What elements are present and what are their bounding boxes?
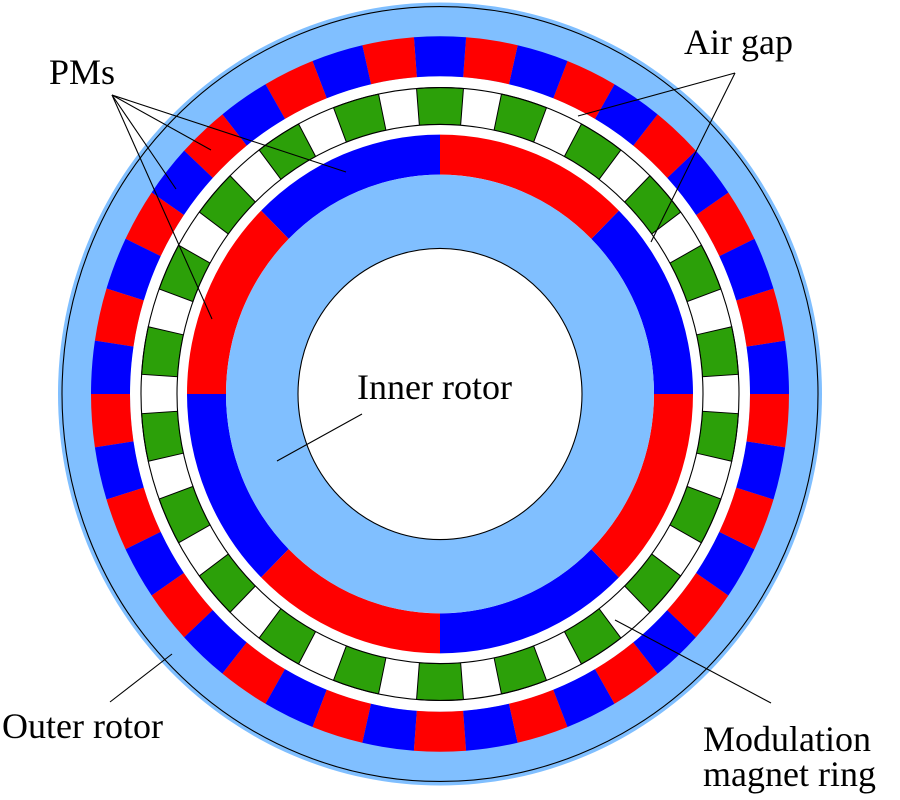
- outer-pm-magnet: [125, 531, 184, 596]
- outer-pm-magnet: [91, 340, 134, 394]
- outer-pm-magnet: [184, 114, 247, 178]
- outer-pm-magnet: [265, 61, 327, 119]
- outer-pm-magnet: [667, 572, 729, 638]
- outer-pm-magnet: [553, 669, 615, 727]
- outer-pm-magnet: [696, 531, 755, 596]
- outer-pm-magnet: [184, 610, 247, 674]
- outer-pm-magnet: [106, 238, 161, 301]
- air-gap-leader-2: [650, 72, 736, 243]
- outer-pm-magnet: [595, 642, 658, 704]
- inner-pm-magnet: [187, 394, 289, 578]
- modulation-steel-piece: [695, 326, 739, 378]
- outer-pm-magnet: [633, 114, 696, 178]
- outer-rotor-leader: [109, 653, 173, 703]
- outer-pm-magnet: [265, 669, 327, 727]
- pms-label: PMs: [49, 52, 115, 92]
- outer-pm-magnet: [222, 642, 285, 704]
- inner-pm-magnet: [440, 134, 619, 239]
- outer-pm-magnet: [746, 340, 789, 394]
- outer-rotor-outline: [61, 5, 819, 783]
- outer-pm-magnet: [222, 84, 285, 146]
- outer-pm-magnet: [151, 150, 213, 216]
- outer-rotor-label: Outer rotor: [2, 706, 163, 746]
- outer-pm-magnet: [362, 703, 417, 751]
- outer-pm-magnet: [553, 61, 615, 119]
- outer-pm-magnet: [595, 84, 658, 146]
- outer-pm-magnet: [106, 487, 161, 550]
- outer-pm-magnet: [413, 710, 467, 752]
- outer-pm-magnet: [719, 487, 774, 550]
- inner-rotor-bore: [297, 247, 583, 541]
- outer-pm-magnet: [508, 45, 568, 99]
- outer-pm-magnet: [362, 37, 417, 85]
- inner-rotor-label: Inner rotor: [357, 367, 512, 407]
- pms-leader-2: [111, 94, 177, 190]
- outer-pm-magnet: [463, 703, 518, 751]
- modulation-outer-outline: [140, 86, 740, 702]
- inner-rotor-leader: [276, 413, 363, 462]
- outer-pm-magnet: [736, 441, 786, 500]
- outer-pm-magnet: [736, 288, 786, 347]
- modulation-leader: [614, 619, 772, 704]
- modulation-steel-piece: [141, 410, 185, 462]
- inner-pm-magnet: [440, 549, 619, 654]
- outer-rotor-pm-ring: [91, 36, 789, 752]
- ring-outlines: [61, 5, 819, 783]
- modulation-steel-piece: [141, 326, 185, 378]
- outer-pm-magnet: [508, 689, 568, 743]
- modulation-steel-piece: [416, 662, 464, 701]
- pms-leader-3: [111, 94, 213, 320]
- outer-pm-magnet: [463, 37, 518, 85]
- outer-pm-magnet: [94, 441, 144, 500]
- annotation-leaders: [109, 72, 772, 704]
- modulation-steel-piece: [416, 87, 464, 126]
- outer-pm-magnet: [696, 192, 755, 257]
- inner-pm-magnet: [591, 210, 693, 394]
- modulation-label-line2: magnet ring: [703, 754, 876, 794]
- inner-pm-magnet: [261, 549, 440, 654]
- outer-pm-magnet: [413, 36, 467, 78]
- outer-pm-magnet: [746, 394, 789, 448]
- outer-pm-magnet: [91, 394, 134, 448]
- outer-pm-magnet: [633, 610, 696, 674]
- outer-pm-magnet: [312, 45, 372, 99]
- machine-cross-section: [58, 2, 822, 786]
- air-gap-label: Air gap: [684, 22, 793, 62]
- inner-rotor-iron: [226, 174, 654, 614]
- inner-pm-magnet: [187, 210, 289, 394]
- inner-pm-magnet: [591, 394, 693, 578]
- pms-leader-1: [111, 94, 212, 151]
- outer-pm-magnet: [94, 288, 144, 347]
- inner-rotor-pm-ring: [187, 134, 693, 654]
- outer-pm-magnet: [151, 572, 213, 638]
- modulation-inner-outline: [176, 123, 704, 665]
- outer-pm-magnet: [125, 192, 184, 257]
- annotation-labels: PMs Air gap Inner rotor Outer rotor Modu…: [2, 22, 876, 794]
- outer-pm-magnet: [667, 150, 729, 216]
- modulation-steel-piece: [695, 410, 739, 462]
- outer-pm-magnet: [312, 689, 372, 743]
- outer-pm-magnet: [719, 238, 774, 301]
- pms-leader-4: [111, 94, 347, 173]
- inner-pm-magnet: [261, 134, 440, 239]
- modulation-label-line1: Modulation: [703, 719, 871, 759]
- air-gap-leader-1: [577, 72, 736, 117]
